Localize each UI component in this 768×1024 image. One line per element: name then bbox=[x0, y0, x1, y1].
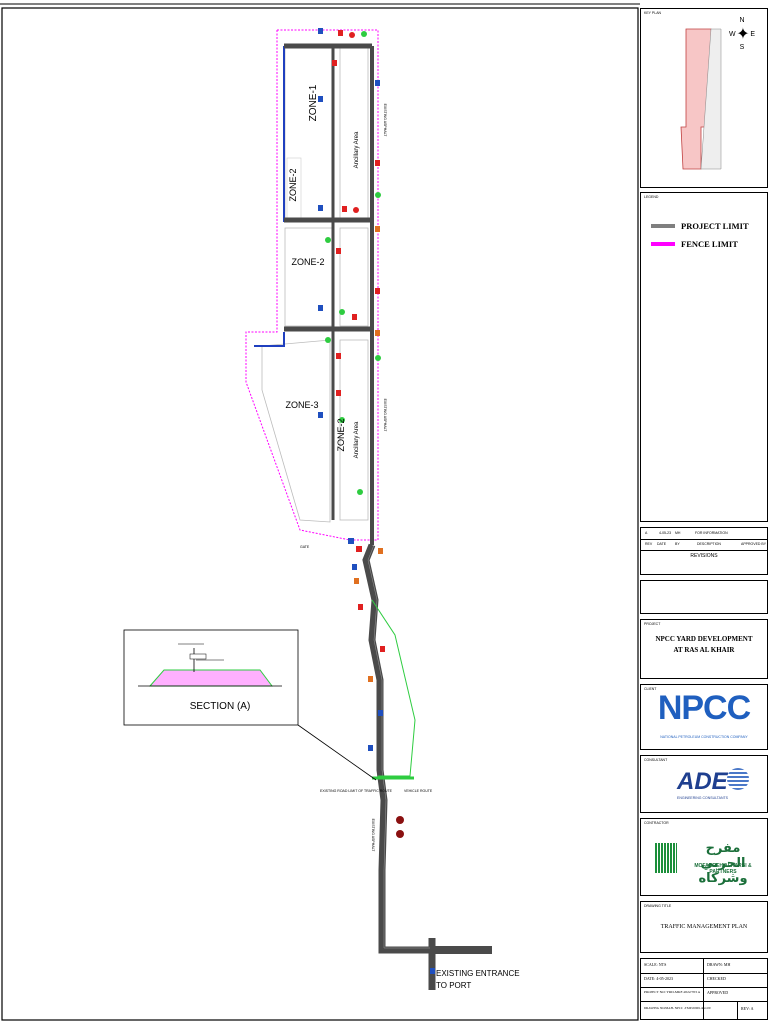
sheet-border bbox=[1, 7, 639, 1021]
rev-head-date: DATE bbox=[657, 542, 667, 546]
contractor-arabic-name: مفرح الحربي وشركاه bbox=[698, 841, 748, 886]
section-a-drawing bbox=[138, 643, 282, 687]
client-label: CLIENT bbox=[644, 687, 657, 691]
rev-head-appr: APPROVED BY bbox=[741, 542, 767, 546]
info-rev: REV: A bbox=[741, 1006, 754, 1011]
blank-panel bbox=[640, 580, 768, 614]
drawing-title-panel: DRAWING TITLE TRAFFIC MANAGEMENT PLAN bbox=[640, 901, 768, 953]
npcc-logo: NPCC bbox=[657, 689, 751, 727]
globe-icon bbox=[727, 768, 749, 790]
compass-n: N bbox=[739, 17, 745, 24]
existing-asphalt-top: EXISTING ASPHALT bbox=[383, 104, 387, 138]
info-project-no: PROJECT NO: YRD-MKF-2022/703 A bbox=[644, 990, 701, 994]
info-checked: CHECKED bbox=[707, 976, 726, 981]
north-arrow-icon: ✦ bbox=[736, 26, 750, 43]
compass: N W ✦ E S bbox=[729, 17, 755, 77]
project-name-line1: NPCC YARD DEVELOPMENT bbox=[655, 635, 753, 643]
npcc-subtitle: NATIONAL PETROLEUM CONSTRUCTION COMPANY bbox=[660, 735, 748, 739]
compass-w: W bbox=[729, 30, 736, 38]
info-date: DATE: 4-05-2023 bbox=[644, 976, 673, 981]
rev-row-rev: A bbox=[645, 531, 648, 535]
consultant-panel: CONSULTANT ADEC ENGINEERING CONSULTANTS bbox=[640, 755, 768, 813]
internal-roads bbox=[284, 43, 492, 990]
section-a-title: SECTION (A) bbox=[190, 701, 251, 712]
drawing-title-label: DRAWING TITLE bbox=[644, 904, 672, 908]
info-scale: SCALE: NTS bbox=[644, 962, 667, 967]
key-plan-sketch bbox=[680, 28, 722, 170]
zone-2-mid-label: ZONE-2 bbox=[291, 257, 324, 267]
rev-head-by: BY bbox=[675, 542, 680, 546]
vehicle-route-green bbox=[371, 599, 416, 777]
traffic-signs bbox=[318, 28, 435, 974]
zone-block-mid bbox=[284, 227, 334, 327]
info-drawing-no: DRAWING NO/MAH- NPCC -TMP-00001-Rev.00 bbox=[644, 1006, 711, 1010]
zone-block-bottom-right bbox=[339, 339, 369, 521]
key-plan-panel: KEY PLAN N W ✦ E S bbox=[640, 8, 768, 188]
existing-asphalt-bottom: EXISTING ASPHALT bbox=[371, 819, 375, 853]
legend-project-limit-label: PROJECT LIMIT bbox=[681, 221, 749, 231]
entrance-label-line2: TO PORT bbox=[436, 981, 471, 990]
legend-panel: LEGEND PROJECT LIMIT FENCE LIMIT bbox=[640, 192, 768, 522]
project-label: PROJECT bbox=[644, 622, 661, 626]
entrance-label-line1: EXISTING ENTRANCE bbox=[436, 969, 520, 978]
zone-block-bottom bbox=[261, 339, 331, 523]
info-drawn: DRAWN: MH bbox=[707, 962, 731, 967]
legend-swatch-magenta bbox=[651, 242, 675, 246]
ancillary-area-top: Ancillary Area bbox=[354, 131, 360, 168]
rev-head-desc: DESCRIPTION bbox=[697, 542, 721, 546]
info-panel: SCALE: NTS DRAWN: MH DATE: 4-05-2023 CHE… bbox=[640, 958, 768, 1020]
rev-row-desc: FOR INFORMATION bbox=[695, 531, 728, 535]
contractor-panel: CONTRACTOR مفرح الحربي وشركاه MOFARREH A… bbox=[640, 818, 768, 896]
project-name-line2: AT RAS AL KHAIR bbox=[673, 646, 735, 654]
zone-block-top bbox=[284, 47, 334, 219]
existing-asphalt-mid: EXISTING ASPHALT bbox=[383, 399, 387, 433]
contractor-english-name: MOFARREH ALHARBI & PARTNERS bbox=[694, 863, 752, 875]
consultant-label: CONSULTANT bbox=[644, 758, 668, 762]
legend-swatch-grey bbox=[651, 224, 675, 228]
legend-fence-limit-label: FENCE LIMIT bbox=[681, 239, 738, 249]
zone-block-mid-right bbox=[339, 227, 369, 327]
compass-s: S bbox=[739, 44, 745, 51]
gate-note: GATE bbox=[300, 545, 310, 549]
drawing-title: TRAFFIC MANAGEMENT PLAN bbox=[660, 924, 748, 930]
ancillary-area-bottom: Ancillary Area bbox=[354, 421, 360, 458]
rev-row-by: MH bbox=[675, 531, 681, 535]
revisions-panel: A 4-05-23 MH FOR INFORMATION REV DATE BY… bbox=[640, 527, 768, 575]
fence-limit-line bbox=[245, 29, 379, 541]
compass-e: E bbox=[750, 30, 755, 38]
zone-1-label: ZONE-1 bbox=[308, 84, 319, 121]
rev-head-rev: REV bbox=[645, 542, 653, 546]
mofarreh-logo-icon bbox=[655, 843, 677, 873]
info-approved: APPROVED bbox=[707, 990, 729, 995]
key-plan-label: KEY PLAN bbox=[644, 11, 662, 15]
rev-row-date: 4-05-23 bbox=[659, 531, 672, 535]
zone-2-bottom-label: ZONE-2 bbox=[336, 418, 346, 451]
legend-label: LEGEND bbox=[644, 195, 659, 199]
adec-subtitle: ENGINEERING CONSULTANTS bbox=[677, 796, 729, 800]
contractor-label: CONTRACTOR bbox=[644, 821, 669, 825]
route-note-left: EXISTING ROAD LIMIT OF TRAFFIC ROUTE bbox=[320, 789, 393, 793]
legend-fence-limit: FENCE LIMIT bbox=[651, 239, 738, 249]
section-leader bbox=[297, 724, 377, 781]
site-plan: ZONE-1 ZONE-2 ZONE-2 ZONE-3 ZONE-2 Ancil… bbox=[0, 3, 640, 1021]
zone-3-label: ZONE-3 bbox=[285, 400, 318, 410]
legend-project-limit: PROJECT LIMIT bbox=[651, 221, 749, 231]
route-note-right: VEHICLE ROUTE bbox=[404, 789, 433, 793]
zone-2-top-label: ZONE-2 bbox=[288, 168, 298, 201]
project-panel: PROJECT NPCC YARD DEVELOPMENT AT RAS AL … bbox=[640, 619, 768, 679]
client-panel: CLIENT NPCC NATIONAL PETROLEUM CONSTRUCT… bbox=[640, 684, 768, 750]
revisions-title: REVISIONS bbox=[690, 553, 718, 559]
